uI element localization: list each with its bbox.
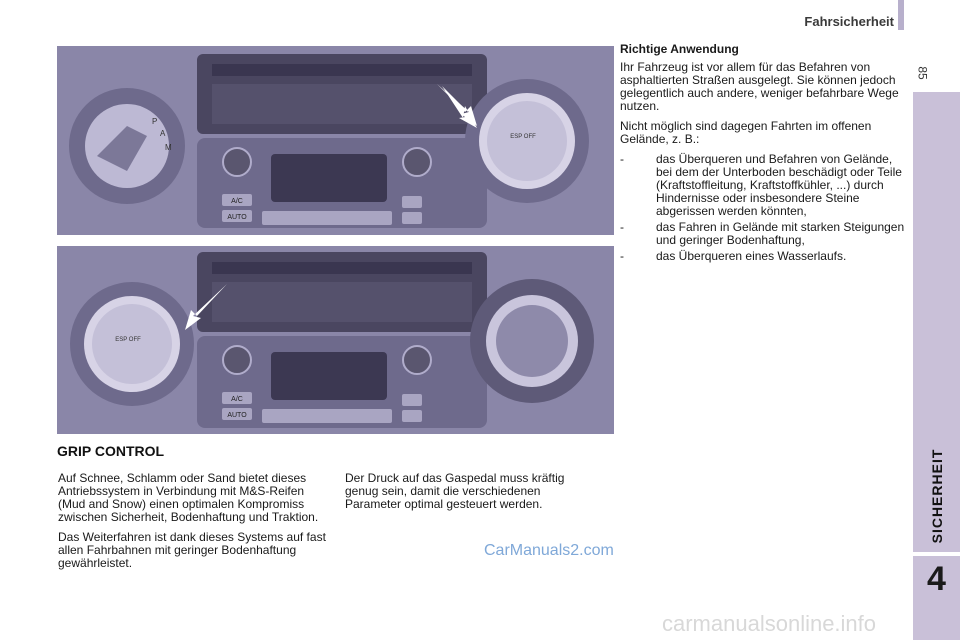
usage-title: Richtige Anwendung <box>620 42 739 56</box>
usage-list-item: das Fahren in Gelände mit starken Steigu… <box>620 221 910 247</box>
selector-letter-a: A <box>160 129 166 138</box>
intro-paragraph-2: Das Weiterfahren ist dank dieses Systems… <box>58 530 326 570</box>
intro-column: Auf Schnee, Schlamm oder Sand bietet die… <box>58 472 328 577</box>
esp-off-label: ESP OFF <box>510 134 536 140</box>
usage-list: das Überqueren und Befahren von Gelände,… <box>620 153 910 264</box>
watermark-carmanualsonline[interactable]: carmanualsonline.info <box>662 611 877 636</box>
ac-button-label-2: A/C <box>231 396 243 403</box>
chapter-number: 4 <box>927 560 946 598</box>
intro-paragraph-1: Auf Schnee, Schlamm oder Sand bietet die… <box>58 471 319 524</box>
chapter-label: SICHERHEIT <box>929 448 945 544</box>
chapter-tab-number-block <box>913 556 960 640</box>
ac-button-label: A/C <box>231 198 243 205</box>
esp-off-label-2: ESP OFF <box>115 337 141 343</box>
usage-list-item: das Überqueren und Befahren von Gelände,… <box>620 153 910 218</box>
pedal-column: Der Druck auf das Gaspedal muss kräftig … <box>345 472 595 518</box>
usage-paragraph-2: Nicht möglich sind dagegen Fahrten im of… <box>620 119 872 146</box>
header-divider <box>898 0 904 30</box>
usage-column: Richtige Anwendung Ihr Fahrzeug ist vor … <box>620 43 910 266</box>
page-number: 85 <box>915 66 930 80</box>
usage-paragraph-1: Ihr Fahrzeug ist vor allem für das Befah… <box>620 60 899 113</box>
selector-letter-m: M <box>165 143 172 152</box>
usage-list-item: das Überqueren eines Wasserlaufs. <box>620 250 910 264</box>
chapter-tab <box>913 92 960 552</box>
watermark-carmanuals2[interactable]: CarManuals2.com <box>484 542 614 559</box>
auto-button-label: AUTO <box>227 214 247 221</box>
page-header-title: Fahrsicherheit <box>804 14 894 29</box>
pedal-paragraph: Der Druck auf das Gaspedal muss kräftig … <box>345 471 565 511</box>
arrow-pointer-icon-2 <box>185 284 227 330</box>
selector-letter-p: P <box>152 117 157 126</box>
auto-button-label-2: AUTO <box>227 412 247 419</box>
section-heading: GRIP CONTROL <box>57 443 165 459</box>
dashboard-photo-bottom: A/C AUTO ESP OFF <box>57 246 614 434</box>
dashboard-photo-top: A/C AUTO P A M ESP OFF <box>57 46 614 235</box>
